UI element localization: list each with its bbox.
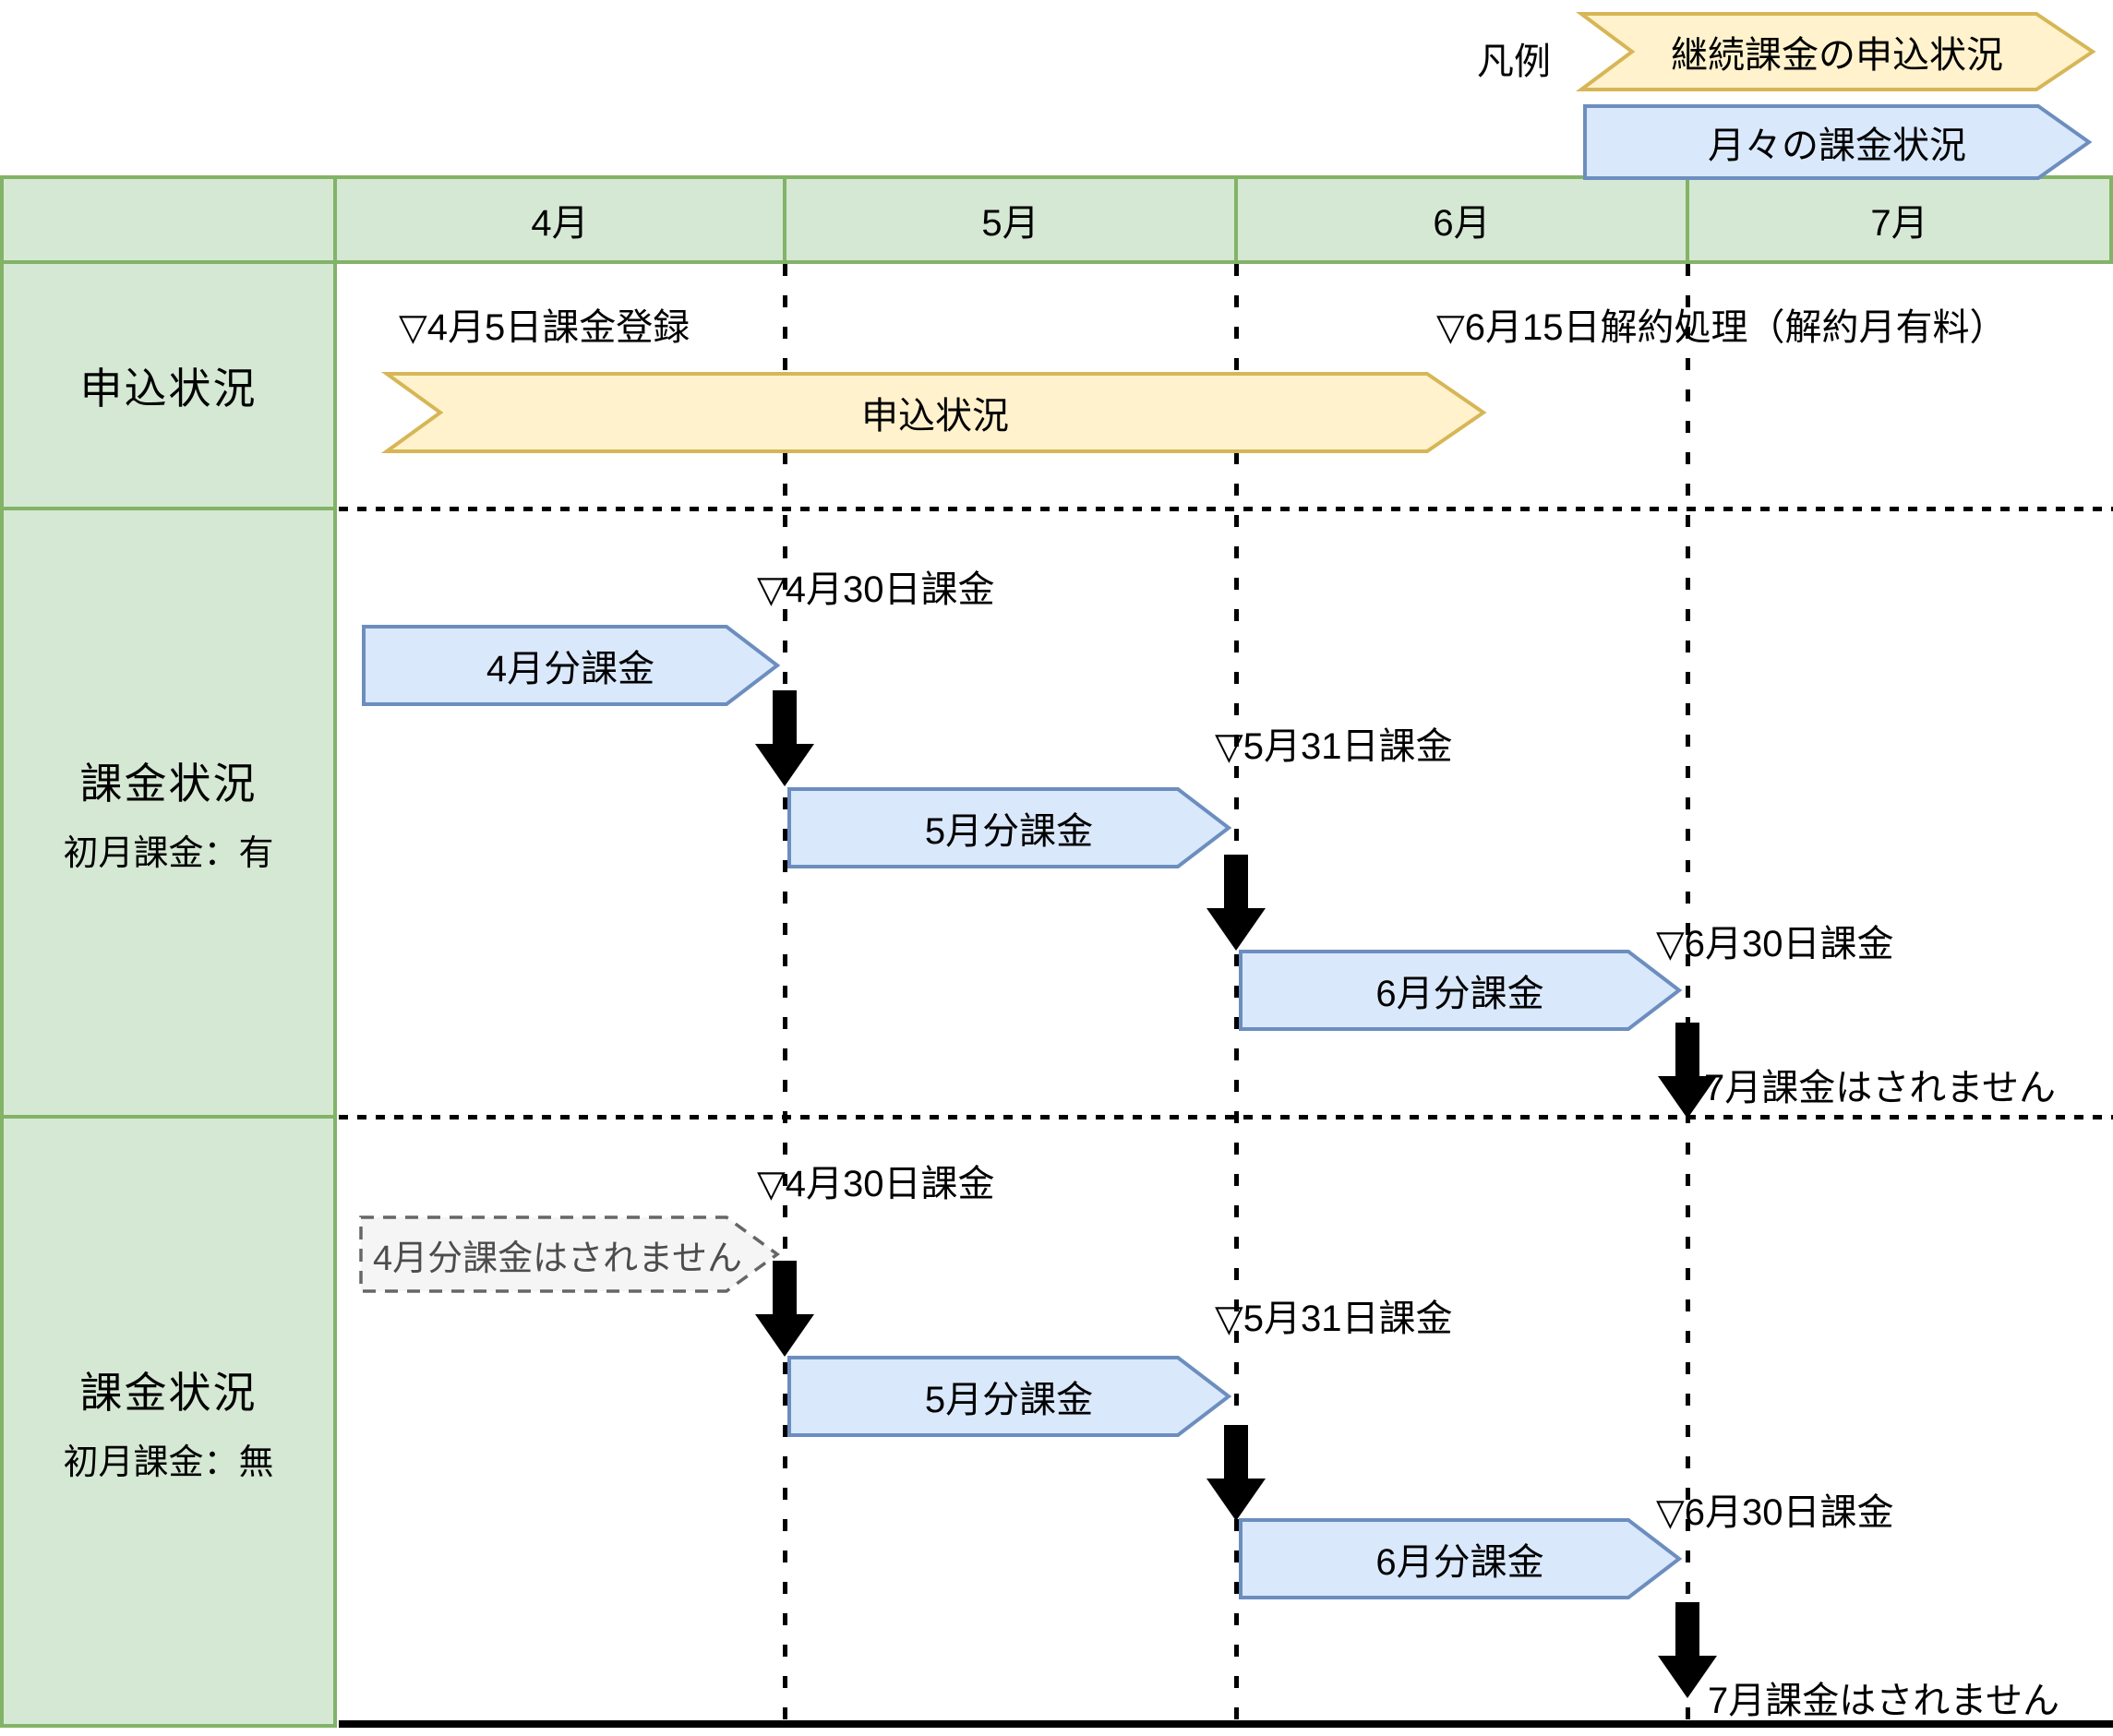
row1-label: 申込状況	[79, 364, 258, 413]
r2-annotation-may31: ▽5月31日課金	[1215, 726, 1453, 767]
pennant-arrow-icon	[787, 787, 1232, 868]
down-arrow-icon	[1658, 1602, 1717, 1703]
row3-sublabel: 初月課金：無	[63, 1443, 274, 1482]
r3-may-billing-arrow: 5月分課金	[786, 1355, 1232, 1438]
step-arrow-icon	[1575, 12, 2096, 91]
r3-no-april-billing-label: 4月分課金はされません	[373, 1239, 742, 1278]
r2-may-billing-arrow: 5月分課金	[786, 786, 1232, 869]
header-april: 4月	[333, 175, 786, 264]
gridline-june-july	[1686, 264, 1690, 1720]
pennant-arrow-icon	[1583, 104, 2093, 180]
pennant-arrow-icon	[787, 1356, 1232, 1437]
header-april-label: 4月	[531, 203, 589, 244]
annotation-register: ▽4月5日課金登録	[399, 307, 690, 348]
row2-label: 課金状況	[79, 760, 258, 808]
r3-may-billing-label: 5月分課金	[924, 1380, 1094, 1420]
header-may: 5月	[783, 175, 1238, 264]
down-arrow-icon	[755, 1261, 814, 1361]
row-label-application: 申込状況	[0, 260, 337, 510]
gridline-may-june	[1234, 264, 1239, 1720]
pennant-arrow-icon	[362, 625, 781, 706]
pennant-arrow-icon	[1239, 950, 1683, 1031]
row-label-billing-first-month-no: 課金状況 初月課金：無	[0, 1115, 337, 1728]
r3-annotation-jun30: ▽6月30日課金	[1656, 1492, 1894, 1533]
r3-annotation-apr30: ▽4月30日課金	[757, 1164, 995, 1204]
legend-billing-arrow: 月々の課金状況	[1582, 103, 2093, 181]
r3-no-july-billing-note: 7月課金はされません	[1708, 1681, 2060, 1721]
r2-no-july-billing-note: 7月課金はされません	[1704, 1068, 2057, 1108]
r2-june-billing-arrow: 6月分課金	[1238, 949, 1683, 1032]
table-bottom-border	[339, 1720, 2113, 1728]
pennant-arrow-icon	[1239, 1518, 1683, 1599]
legend-application-label: 継続課金の申込状況	[1671, 35, 2003, 76]
r3-june-billing-label: 6月分課金	[1375, 1542, 1544, 1583]
gridline-april-may	[783, 264, 787, 1720]
header-july-label: 7月	[1870, 203, 1928, 244]
header-june: 6月	[1234, 175, 1689, 264]
row-label-billing-first-month-yes: 課金状況 初月課金：有	[0, 507, 337, 1119]
down-arrow-icon	[1207, 1425, 1266, 1526]
r2-may-billing-label: 5月分課金	[924, 811, 1094, 852]
r2-june-billing-label: 6月分課金	[1375, 974, 1544, 1014]
down-arrow-icon	[755, 690, 814, 791]
legend-title: 凡例	[1477, 42, 1551, 82]
r3-no-april-billing-box: 4月分課金はされません	[358, 1215, 780, 1294]
r2-april-billing-label: 4月分課金	[486, 649, 655, 689]
row2-sublabel: 初月課金：有	[63, 834, 274, 873]
step-arrow-icon	[380, 372, 1487, 453]
gridline-row2-row3	[339, 1115, 2113, 1119]
dashed-pennant-icon	[359, 1215, 780, 1293]
header-may-label: 5月	[981, 203, 1039, 244]
down-arrow-icon	[1658, 1023, 1717, 1123]
annotation-cancel: ▽6月15日解約処理（解約月有料）	[1436, 307, 2007, 348]
application-period-label: 申込状況	[861, 396, 1009, 437]
header-july: 7月	[1686, 175, 2113, 264]
legend-billing-label: 月々の課金状況	[1708, 126, 1966, 166]
header-corner-cell	[0, 175, 337, 264]
gridline-row1-row2	[339, 507, 2113, 511]
application-period-arrow: 申込状況	[380, 371, 1487, 454]
header-june-label: 6月	[1433, 203, 1491, 244]
row3-label: 課金状況	[79, 1368, 258, 1417]
r2-april-billing-arrow: 4月分課金	[361, 624, 781, 707]
r2-annotation-apr30: ▽4月30日課金	[757, 569, 995, 610]
legend-application-arrow: 継続課金の申込状況	[1575, 11, 2096, 92]
r3-june-billing-arrow: 6月分課金	[1238, 1517, 1683, 1600]
r2-annotation-jun30: ▽6月30日課金	[1656, 924, 1894, 964]
down-arrow-icon	[1207, 855, 1266, 955]
r3-annotation-may31: ▽5月31日課金	[1215, 1299, 1453, 1339]
